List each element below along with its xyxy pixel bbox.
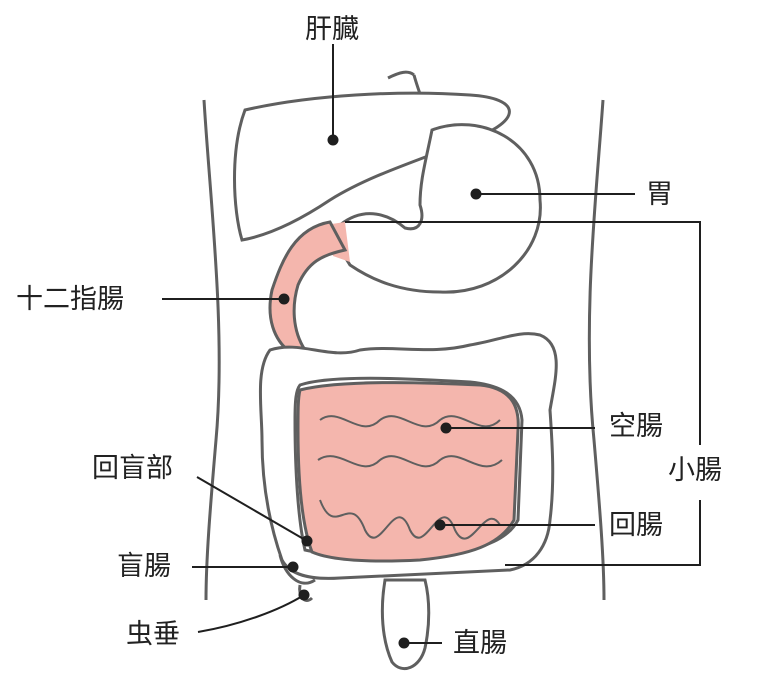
small-intestine <box>296 381 520 563</box>
appendix-leader-dot <box>298 589 310 601</box>
jejunum-leader-dot <box>440 422 452 434</box>
label-duodenum: 十二指腸 <box>16 284 124 315</box>
liver-leader-dot <box>327 134 339 146</box>
stomach <box>336 123 542 294</box>
ileum-leader-dot <box>434 519 446 531</box>
ileocecal-leader <box>196 476 308 542</box>
small-intestine-folds <box>317 415 503 540</box>
stomach-leader-dot <box>470 188 482 200</box>
torso-right-outline <box>587 99 606 601</box>
label-ileocecal: 回盲部 <box>92 453 173 484</box>
label-rectum: 直腸 <box>453 628 507 659</box>
rectum-leader-dot <box>398 637 410 649</box>
cecum-leader-dot <box>287 561 299 573</box>
cecum <box>278 554 316 585</box>
label-jejunum: 空腸 <box>609 411 663 442</box>
torso-left-outline <box>202 99 221 601</box>
appendix-leader <box>197 594 305 633</box>
label-cecum: 盲腸 <box>117 551 171 582</box>
label-stomach: 胃 <box>646 179 673 210</box>
duodenum-leader-dot <box>278 293 290 305</box>
duodenum <box>268 220 348 354</box>
label-liver: 肝臓 <box>305 14 359 45</box>
rectum <box>380 578 431 671</box>
ileocecal-leader-dot <box>301 535 313 547</box>
label-appendix: 虫垂 <box>126 619 180 650</box>
small-intestine-bracket <box>345 221 701 566</box>
label-ileum: 回腸 <box>609 510 663 541</box>
label-small-intestine: 小腸 <box>668 455 722 486</box>
